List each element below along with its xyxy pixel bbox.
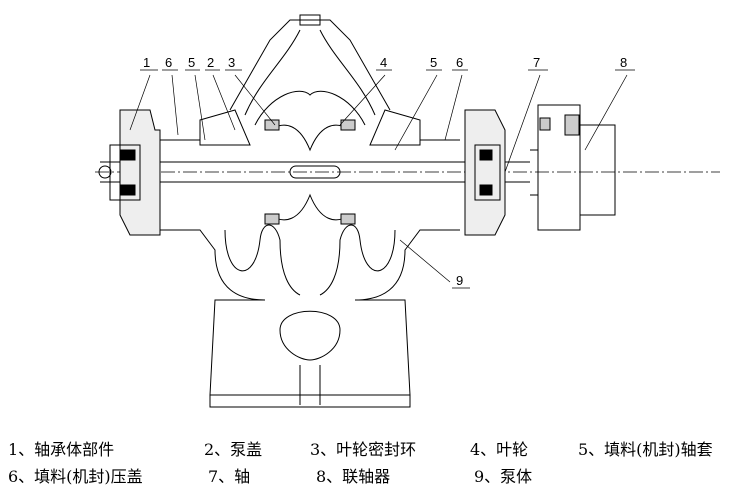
callout-7: 7 xyxy=(533,55,540,70)
leader-lines xyxy=(129,69,635,289)
pump-body-lower xyxy=(160,224,460,408)
legend-item-7: 7、轴 xyxy=(208,467,251,486)
pump-cross-section-drawing: 1 6 5 2 3 4 5 6 7 8 9 xyxy=(95,14,720,408)
callout-8: 8 xyxy=(620,55,627,70)
callout-5: 5 xyxy=(188,55,195,70)
callout-4: 4 xyxy=(380,55,387,70)
callout-2: 2 xyxy=(207,55,214,70)
legend-item-2: 2、泵盖 xyxy=(204,440,263,459)
callout-1: 1 xyxy=(143,55,150,70)
coupling xyxy=(530,104,616,231)
shaft xyxy=(95,161,720,183)
impeller xyxy=(264,119,356,225)
legend-item-4: 4、叶轮 xyxy=(470,440,529,459)
legend-item-3: 3、叶轮密封环 xyxy=(310,440,417,459)
bearing-housing-left xyxy=(98,109,161,236)
callout-6b: 6 xyxy=(456,55,463,70)
legend-item-5: 5、填料(机封)轴套 xyxy=(578,440,713,459)
callout-3: 3 xyxy=(228,55,235,70)
legend-item-1: 1、轴承体部件 xyxy=(8,440,115,459)
legend-item-8: 8、联轴器 xyxy=(316,467,391,486)
legend-item-6: 6、填料(机封)压盖 xyxy=(8,467,143,486)
callout-numbers: 1 6 5 2 3 4 5 6 7 8 9 xyxy=(143,55,627,288)
bearing-housing-right xyxy=(464,109,506,236)
callout-6: 6 xyxy=(165,55,172,70)
callout-9: 9 xyxy=(456,273,463,288)
pump-casing-upper xyxy=(229,14,391,126)
callout-5b: 5 xyxy=(430,55,437,70)
legend-item-9: 9、泵体 xyxy=(474,467,533,486)
pump-cover xyxy=(160,109,460,146)
